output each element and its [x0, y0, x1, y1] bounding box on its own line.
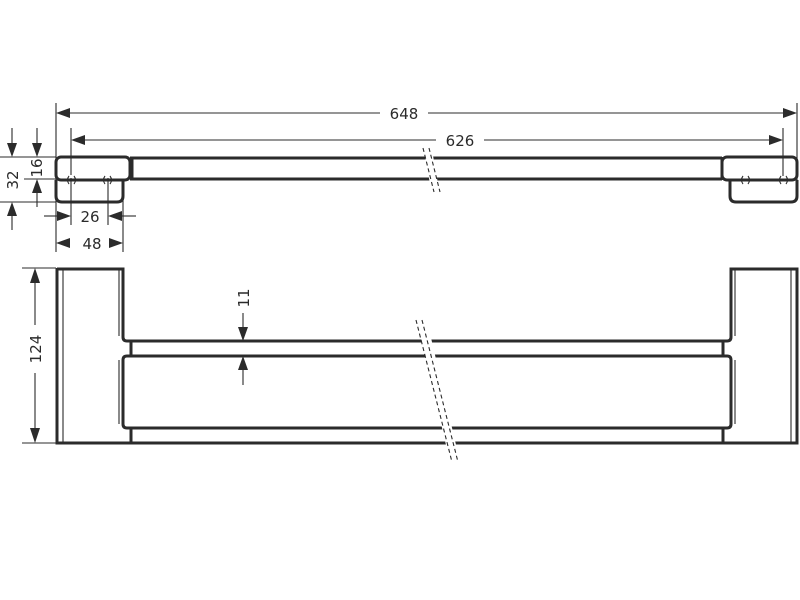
dimension-124: 124 — [22, 267, 56, 444]
dim-label-11: 11 — [235, 288, 253, 307]
screw-marks — [66, 175, 789, 185]
right-bracket — [723, 267, 799, 445]
left-bracket-upper — [57, 267, 131, 343]
dim-label-16: 16 — [28, 158, 46, 177]
dimension-16: 16 — [24, 128, 56, 207]
dimension-626: 626 — [70, 128, 784, 176]
dim-label-48: 48 — [82, 235, 101, 253]
left-mount-top-outline — [54, 155, 132, 182]
top-view: 648 626 — [0, 103, 799, 253]
dim-label-32: 32 — [4, 170, 22, 189]
break-symbol-top — [422, 147, 441, 195]
dimension-32: 32 — [0, 128, 56, 230]
dim-label-626: 626 — [446, 132, 475, 150]
right-mount-flange — [728, 180, 799, 204]
dimension-48: 48 — [55, 200, 124, 253]
left-bracket-lower — [121, 354, 131, 430]
dimension-648: 648 — [55, 103, 798, 200]
dim-label-648: 648 — [390, 105, 419, 123]
break-symbol-front — [415, 319, 460, 463]
front-view: 124 — [22, 267, 799, 463]
dim-label-124: 124 — [27, 335, 45, 364]
dimension-11: 11 — [235, 288, 253, 385]
dim-label-26: 26 — [80, 208, 99, 226]
dimension-26: 26 — [44, 178, 136, 226]
left-mount-flange — [54, 180, 125, 204]
